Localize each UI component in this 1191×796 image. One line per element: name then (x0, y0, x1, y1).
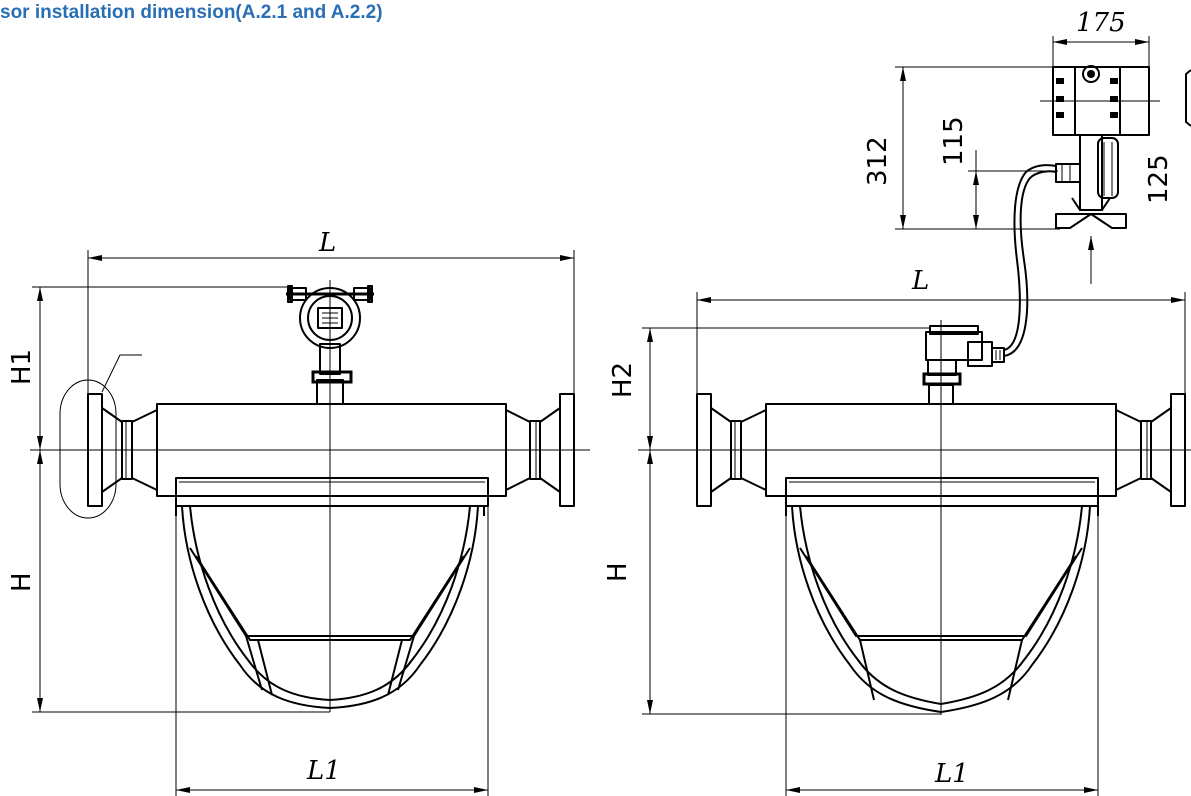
left-flowmeter (30, 280, 590, 712)
right-dim-H2-label: H2 (608, 362, 638, 398)
dim-175-label: 175 (1076, 8, 1126, 38)
right-dimensions (642, 36, 1186, 796)
left-dim-H-label: H (7, 572, 37, 592)
signal-cable (1003, 164, 1057, 357)
dim-115-label: 115 (939, 116, 969, 166)
right-dim-L-label: L (911, 266, 929, 296)
dim-125-label: 125 (1144, 154, 1174, 204)
left-dimensions (32, 250, 575, 796)
right-dim-H-label: H (603, 562, 633, 582)
right-dim-L1-label: L1 (934, 759, 969, 789)
page-title: sor installation dimension(A.2.1 and A.2… (0, 2, 383, 23)
left-dim-L-label: L (318, 228, 336, 258)
left-dim-L1-label: L1 (306, 756, 341, 786)
remote-transmitter (1040, 65, 1191, 284)
right-flowmeter (638, 320, 1191, 715)
dim-312-label: 312 (863, 136, 893, 186)
left-dim-H1-label: H1 (7, 349, 37, 385)
